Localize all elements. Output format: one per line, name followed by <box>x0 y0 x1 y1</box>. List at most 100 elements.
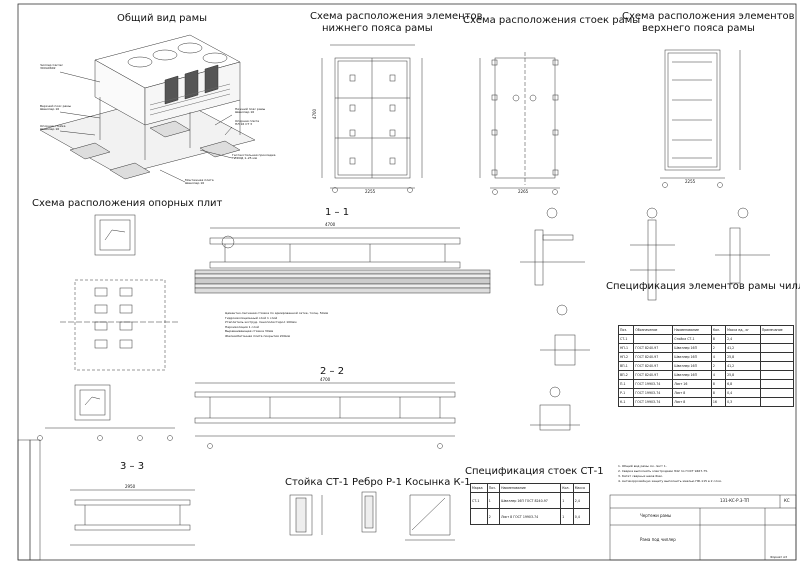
table-cell <box>759 352 795 362</box>
dim-4700-section: 4700 <box>325 222 336 227</box>
header-cell: Обозначение <box>633 325 674 335</box>
table-cell: 4 <box>710 370 727 380</box>
callout-bottom-belt: Нижний пояс рамы Швеллер 16 <box>235 107 266 114</box>
layer-note: Цементно-песчаная стяжка по армированной… <box>225 311 329 315</box>
table-cell: 1 <box>486 492 501 509</box>
title-section-2-2: 2 – 2 <box>320 366 345 377</box>
table-cell: СТ-1 <box>617 334 635 344</box>
layer-note: Выравнивающая стяжка 30мм <box>225 329 274 333</box>
title-posts: Схема расположения стоек рамы <box>463 15 641 26</box>
header-cell: Марка <box>470 483 488 493</box>
table-cell: 41,2 <box>725 361 761 371</box>
table-cell: Швеллер 16П <box>672 361 712 371</box>
general-notes: 1. Общий вид рамы см. лист 1. 2. Сварка … <box>618 465 722 485</box>
layer-note: Гидроизоляционный слой 1 слой <box>225 315 278 320</box>
callout-chiller: Чиллер Carrier 30XA0602 <box>40 63 63 70</box>
title-block-sheet-name: Рама под чиллер <box>640 537 676 542</box>
posts-plan <box>479 52 560 195</box>
title-spec-posts: Спецификация стоек СТ-1 <box>465 466 604 477</box>
table-cell: 1 <box>560 492 574 509</box>
layer-note: Железобетонная плита покрытия 200мм <box>225 333 291 338</box>
support-plates-plan <box>37 214 180 441</box>
table-cell: 8 <box>710 334 727 344</box>
section-2-2 <box>194 382 456 449</box>
table-cell <box>759 370 795 380</box>
table-cell: Швеллер 16П <box>672 352 712 362</box>
table-cell: СТ-1 <box>470 492 488 509</box>
table-cell: 16 <box>710 397 727 407</box>
note-line: 2. Сварка выполнять электродами Э42 по Г… <box>618 469 709 473</box>
table-cell: 1 <box>560 508 574 525</box>
callout-sub-frame: Монтажная плита Швеллер 16 <box>185 178 214 185</box>
table-cell <box>759 388 795 398</box>
section-layer-notes: Цементно-песчаная стяжка по армированной… <box>225 312 328 339</box>
title-general-view: Общий вид рамы <box>117 13 208 24</box>
table-cell: Лист 16 <box>672 379 712 389</box>
table-cell: П-1 <box>617 379 635 389</box>
table-cell: 2,4 <box>725 334 761 344</box>
table-cell <box>633 334 674 344</box>
note-line: 1. Общий вид рамы см. лист 1. <box>618 464 667 468</box>
table-cell: 25,8 <box>725 352 761 362</box>
table-cell <box>759 361 795 371</box>
table-cell: 2,4 <box>572 492 591 509</box>
table-cell: Р-1 <box>617 388 635 398</box>
table-cell: ВП-2 <box>617 370 635 380</box>
table-cell: 0,4 <box>725 388 761 398</box>
table-cell: Лист 8 <box>672 388 712 398</box>
table-cell: 6,8 <box>725 379 761 389</box>
title-plates: Схема расположения опорных плит <box>32 198 223 209</box>
lower-belt-plan <box>321 44 423 193</box>
title-block-code: 131-КС-Р.3-ТП <box>720 498 750 503</box>
table-cell: НП-2 <box>617 352 635 362</box>
title-upper-belt-line-1: Схема расположения элементов <box>622 11 795 22</box>
section-3-3 <box>70 489 195 546</box>
table-cell: Стойка СТ-1 <box>672 334 712 344</box>
table-cell: 4 <box>710 352 727 362</box>
header-cell: Масса <box>572 483 591 493</box>
header-cell: Масса ед., кг <box>725 325 761 335</box>
table-cell: ГОСТ 8240-97 <box>633 361 674 371</box>
table-cell: 0,3 <box>725 397 761 407</box>
node-details <box>520 207 770 431</box>
dim-4700-lower: 4700 <box>312 108 318 120</box>
header-cell: Кол. <box>560 483 574 493</box>
table-cell: 0,4 <box>572 508 591 525</box>
general-view-drawing <box>39 34 256 183</box>
table-cell: 8 <box>710 388 727 398</box>
callout-top-belt: Верхний пояс рамы Швеллер 16 <box>40 104 71 111</box>
title-block-frame <box>609 494 797 561</box>
title-post-ct1: Стойка СТ-1 <box>285 477 349 488</box>
table-cell: НП-1 <box>617 343 635 353</box>
header-cell: Кол. <box>710 325 727 335</box>
table-cell: 41,2 <box>725 343 761 353</box>
table-cell <box>470 508 488 525</box>
frame-spec-table: Поз. Обозначение Наименование Кол. Масса… <box>617 325 795 407</box>
title-spec-frame: Спецификация элементов рамы чиллера <box>606 281 800 292</box>
header-cell: Наименование <box>499 483 562 493</box>
dim-2255-lower: 2255 <box>365 189 376 194</box>
table-cell <box>759 397 795 407</box>
dim-4700-section-2: 4700 <box>320 377 331 382</box>
layer-note: Пароизоляция 1 слой <box>225 324 259 329</box>
table-cell: Швеллер 16П <box>672 343 712 353</box>
header-cell: Наименование <box>672 325 712 335</box>
table-cell: ВП-1 <box>617 361 635 371</box>
part-drawings <box>289 491 455 541</box>
title-section-1-1: 1 – 1 <box>325 207 350 218</box>
table-cell: ГОСТ 8240-97 <box>633 370 674 380</box>
left-stamp-strip <box>17 439 41 561</box>
title-block-section: Чертежи рамы <box>640 513 672 518</box>
table-cell: ГОСТ 19903-74 <box>633 388 674 398</box>
note-line: 4. Антикоррозийную защиту выполнить эмал… <box>618 479 722 483</box>
header-cell: Поз. <box>486 483 501 493</box>
